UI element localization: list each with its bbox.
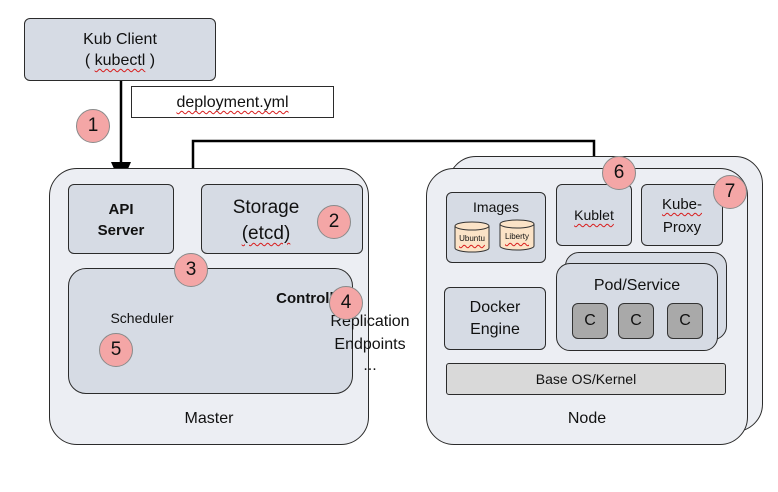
api-server-box — [68, 184, 174, 254]
step-badge-7: 7 — [713, 175, 747, 209]
controller-item-endpoints: Endpoints — [334, 336, 406, 353]
master-label: Master — [184, 410, 234, 427]
controller-title: Controlle — [276, 290, 342, 307]
step-badge-2: 2 — [317, 205, 351, 239]
step-badge-1: 1 — [76, 109, 110, 143]
container-c-1: C — [572, 303, 608, 339]
kub-client-title: Kub Client — [83, 31, 157, 48]
container-c-3: C — [667, 303, 703, 339]
kube-proxy-box — [641, 184, 723, 246]
api-server-line2: Server — [97, 222, 145, 239]
node-label: Node — [567, 410, 607, 427]
ubuntu-image-label: Ubuntu — [459, 234, 485, 243]
images-title: Images — [473, 199, 519, 215]
kublet-label: Kublet — [574, 207, 614, 223]
step-badge-3: 3 — [174, 253, 208, 287]
storage-line2: (etcd) — [241, 223, 291, 244]
docker-engine-line2: Engine — [470, 321, 520, 338]
docker-engine-box — [444, 287, 546, 350]
kube-proxy-line2: Proxy — [662, 219, 702, 236]
api-server-line1: API — [108, 201, 134, 218]
controller-box — [68, 268, 353, 394]
base-os-box — [446, 363, 726, 395]
container-c-2: C — [618, 303, 654, 339]
step-badge-6: 6 — [602, 156, 636, 190]
scheduler-label: Scheduler — [110, 310, 174, 326]
deployment-file-box — [131, 86, 334, 118]
kub-client-subtitle: ( kubectl ) — [84, 52, 156, 69]
step-badge-5: 5 — [99, 333, 133, 367]
base-os-label: Base OS/Kernel — [535, 371, 637, 387]
pod-service-title: Pod/Service — [593, 277, 681, 294]
deployment-file-label: deployment.yml — [176, 94, 289, 111]
step-badge-4: 4 — [329, 286, 363, 320]
kube-proxy-line1: Kube- — [661, 196, 703, 213]
kublet-box — [556, 184, 632, 246]
storage-line1: Storage — [232, 197, 300, 218]
controller-item-more: ... — [363, 357, 377, 374]
docker-engine-line1: Docker — [469, 299, 521, 316]
liberty-image-icon — [499, 219, 535, 251]
ubuntu-image-icon — [454, 221, 490, 253]
liberty-image-label: Liberty — [504, 232, 529, 241]
kub-client-box — [24, 18, 216, 81]
